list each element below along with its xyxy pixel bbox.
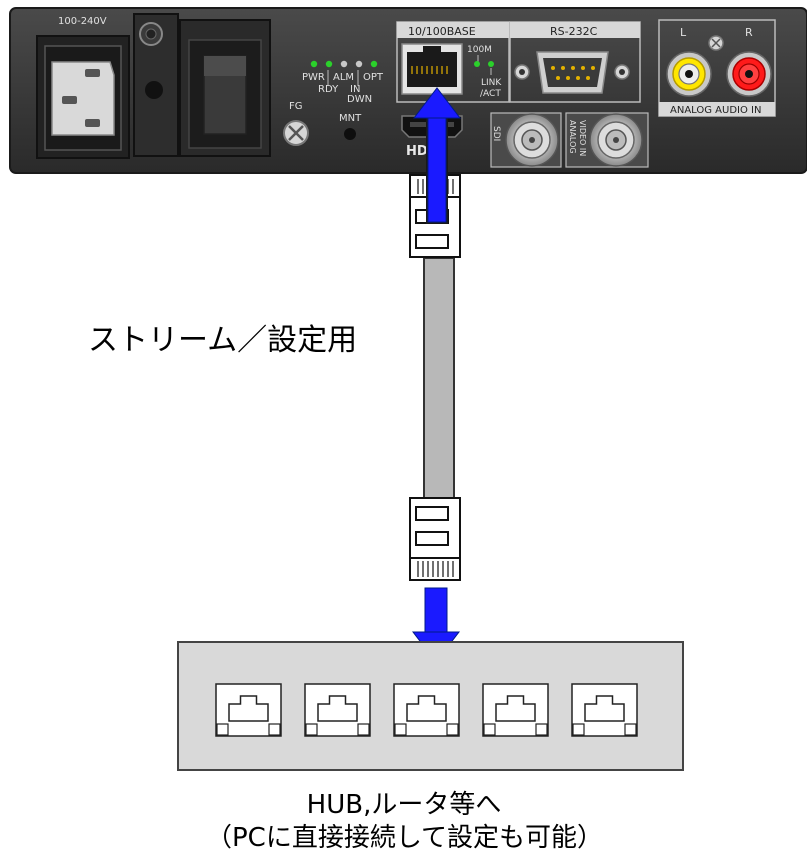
audio-l-rca-jack[interactable] <box>666 51 712 97</box>
led-label-rdy: RDY <box>318 84 339 95</box>
audio-r-rca-jack[interactable] <box>726 51 772 97</box>
arrow-up-to-device <box>412 87 462 224</box>
rs232c-port-section: RS-232C <box>509 21 641 103</box>
dsub9-connector[interactable] <box>536 51 609 94</box>
audio-l-label: L <box>680 26 687 39</box>
mnt-label: MNT <box>339 113 362 124</box>
hub-port-3[interactable] <box>393 683 460 737</box>
lan-header-label: 10/100BASE <box>408 25 476 38</box>
hub-port-2[interactable] <box>304 683 371 737</box>
sdi-bnc-port[interactable]: SDI <box>490 112 562 168</box>
lan-act-label: /ACT <box>480 89 501 99</box>
led-100m-indicator <box>474 61 480 67</box>
fuse-holder <box>133 13 179 157</box>
rs232c-header-label: RS-232C <box>550 25 598 38</box>
led-in-dwn-indicator <box>355 60 363 68</box>
hub-port-4[interactable] <box>482 683 549 737</box>
network-hub <box>177 641 684 771</box>
fg-ground-screw: FG <box>283 101 309 146</box>
audio-r-label: R <box>745 26 753 39</box>
led-label-alm: ALM <box>333 72 354 83</box>
lan-cable <box>409 174 461 581</box>
voltage-label: 100-240V <box>58 16 107 27</box>
led-label-opt: OPT <box>363 72 384 83</box>
rj45-port[interactable] <box>401 43 463 95</box>
led-label-pwr: PWR <box>302 72 325 83</box>
mnt-button[interactable]: MNT <box>339 113 362 140</box>
lan-100m-label: 100M <box>467 45 492 55</box>
analog-video-label-2: VIDEO IN <box>578 120 587 156</box>
led-pwr-indicator <box>310 60 318 68</box>
led-rdy-indicator <box>325 60 333 68</box>
analog-audio-section: L R ANALOG AUDIO IN <box>658 19 776 117</box>
power-switch[interactable] <box>179 19 271 157</box>
audio-footer-label: ANALOG AUDIO IN <box>670 105 761 116</box>
hub-caption-line2: （PCに直接接続して設定も可能） <box>206 823 604 853</box>
status-leds: PWR RDY ALM IN DWN OPT <box>302 60 384 105</box>
led-label-dwn: DWN <box>347 94 372 105</box>
hub-port-5[interactable] <box>571 683 638 737</box>
fg-label: FG <box>289 101 303 112</box>
led-label-in: IN <box>350 84 360 95</box>
led-opt-indicator <box>370 60 378 68</box>
sdi-label: SDI <box>491 126 501 141</box>
cable-caption: ストリーム／設定用 <box>88 323 358 358</box>
lan-link-label: LINK <box>481 78 502 88</box>
hub-port-1[interactable] <box>215 683 282 737</box>
lan-port-section: 10/100BASE 100M LINK /ACT <box>396 21 510 103</box>
led-alm-indicator <box>340 60 348 68</box>
led-link-indicator <box>488 61 494 67</box>
ac-power-inlet: 100-240V <box>36 16 130 159</box>
device-rear-panel: 100-240V <box>9 7 807 174</box>
rj45-plug-bottom <box>409 497 461 581</box>
hub-caption-line1: HUB,ルータ等へ <box>306 790 502 820</box>
analog-video-label-1: ANALOG <box>568 120 577 154</box>
analog-video-bnc-port[interactable]: ANALOG VIDEO IN <box>565 112 649 168</box>
